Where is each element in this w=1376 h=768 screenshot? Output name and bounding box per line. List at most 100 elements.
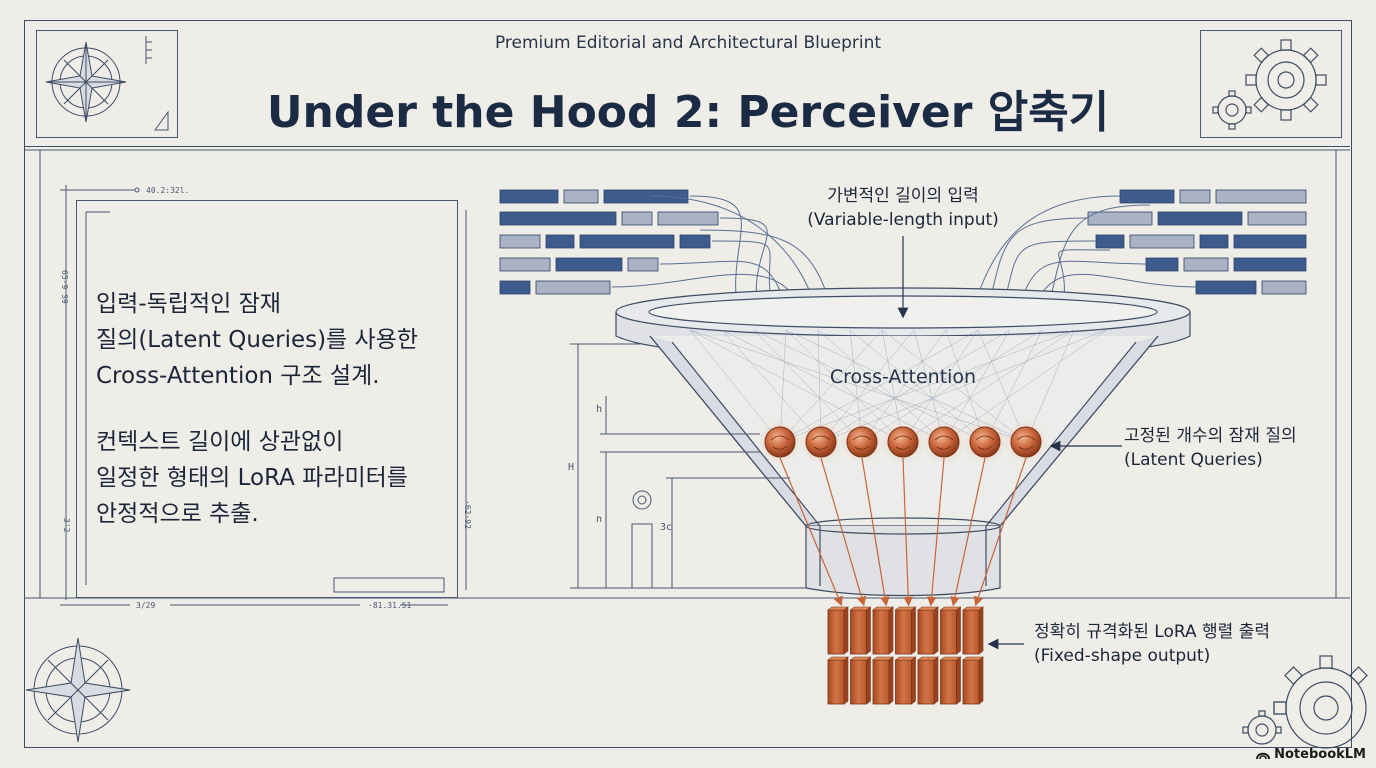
output-block-side bbox=[843, 656, 849, 705]
output-block-top bbox=[827, 606, 849, 611]
output-label-en: (Fixed-shape output) bbox=[1034, 646, 1211, 666]
latent-query-sphere bbox=[969, 426, 1001, 458]
annotation-br: ·81.31.51 bbox=[368, 601, 412, 610]
attention-line bbox=[943, 329, 1107, 443]
latent-query-pattern bbox=[811, 435, 831, 450]
header-supertitle: Premium Editorial and Architectural Blue… bbox=[494, 33, 882, 53]
output-flow-lines bbox=[779, 457, 1027, 607]
output-block bbox=[962, 659, 980, 705]
gear-icon bbox=[1212, 39, 1327, 130]
compass-box-top-left bbox=[36, 30, 178, 138]
annotation-tl: 40.2:32l. bbox=[146, 186, 190, 195]
output-block-side bbox=[978, 656, 984, 705]
attention-line bbox=[779, 329, 883, 443]
latent-query-pattern bbox=[934, 435, 954, 450]
output-block-side bbox=[911, 606, 916, 655]
latent-query-pattern bbox=[975, 435, 995, 450]
output-block-top bbox=[962, 656, 984, 661]
attention-line bbox=[785, 329, 904, 443]
latent-query-sphere bbox=[805, 426, 837, 458]
attention-line bbox=[820, 329, 915, 443]
output-block bbox=[895, 609, 912, 655]
panel-dimension-lines bbox=[60, 185, 467, 606]
dimension-lines bbox=[570, 343, 808, 589]
label-pointers bbox=[897, 236, 1122, 650]
output-block-top bbox=[894, 606, 917, 611]
header-band bbox=[24, 20, 1350, 147]
queries-label-en: (Latent Queries) bbox=[1124, 450, 1263, 470]
latent-queries bbox=[758, 420, 1048, 464]
cross-attention-label: Cross-Attention bbox=[829, 366, 977, 388]
latent-query-pattern bbox=[893, 435, 913, 450]
output-flow-line bbox=[950, 457, 986, 607]
output-block bbox=[872, 609, 890, 655]
output-block bbox=[917, 659, 935, 705]
attention-line bbox=[902, 329, 979, 443]
dim-h-large: H bbox=[568, 462, 574, 473]
output-block-side bbox=[911, 656, 916, 705]
attention-line bbox=[689, 329, 781, 443]
notebooklm-icon bbox=[1256, 752, 1271, 760]
output-block bbox=[895, 659, 912, 705]
attention-line bbox=[861, 329, 947, 443]
output-block-top bbox=[939, 656, 962, 661]
output-block bbox=[850, 659, 867, 705]
attention-line bbox=[753, 329, 863, 443]
attention-line bbox=[721, 329, 822, 443]
output-block-side bbox=[956, 606, 961, 655]
output-flow-line bbox=[926, 457, 945, 607]
output-block-top bbox=[939, 606, 962, 611]
output-block-top bbox=[849, 656, 872, 661]
input-tokens-right bbox=[1087, 189, 1307, 295]
dim-h-small: h bbox=[596, 404, 602, 415]
output-block bbox=[850, 609, 867, 655]
compass-icon-bottom bbox=[25, 637, 131, 743]
output-block-side bbox=[956, 656, 961, 705]
output-block-top bbox=[962, 606, 984, 611]
brand-name: NotebookLM bbox=[1274, 747, 1366, 762]
output-block-side bbox=[843, 606, 849, 655]
input-label-en: (Variable-length input) bbox=[807, 210, 999, 230]
output-block-top bbox=[894, 656, 917, 661]
output-flow-line bbox=[861, 457, 890, 607]
latent-query-pattern bbox=[770, 435, 790, 450]
output-block-side bbox=[933, 606, 939, 655]
output-block-side bbox=[888, 606, 894, 655]
gear-box-top-right bbox=[1200, 30, 1342, 138]
output-label-ko: 정확히 규격화된 LoRA 행렬 출력 bbox=[1034, 622, 1270, 642]
description-paragraph-1: 입력-독립적인 잠재 질의(Latent Queries)를 사용한 Cross… bbox=[96, 291, 419, 389]
annotation-side-a: 65·9 S9 bbox=[60, 270, 69, 304]
output-block-top bbox=[827, 656, 849, 661]
output-lora-matrix bbox=[827, 606, 984, 705]
dim-c: 3c bbox=[660, 522, 672, 533]
attention-line bbox=[902, 329, 1075, 443]
description-paragraph-2: 컨텍스트 길이에 상관없이 일정한 형태의 LoRA 파라미터를 안정적으로 추… bbox=[96, 429, 408, 527]
latent-query-sphere bbox=[764, 426, 796, 458]
latent-query-pattern bbox=[852, 435, 872, 450]
output-block-side bbox=[933, 656, 939, 705]
output-block bbox=[827, 659, 845, 705]
output-block bbox=[917, 609, 935, 655]
output-flow-line bbox=[779, 457, 843, 607]
output-block-top bbox=[917, 656, 939, 661]
page-title: Under the Hood 2: Perceiver 압축기 bbox=[266, 87, 1110, 138]
dim-n: n bbox=[596, 514, 602, 525]
output-block-top bbox=[917, 606, 939, 611]
latent-query-sphere bbox=[1010, 426, 1042, 458]
annotation-bl: 3/29 bbox=[136, 601, 156, 610]
frame-ruler-ticks bbox=[24, 149, 1350, 599]
output-block-top bbox=[872, 606, 894, 611]
gear-icon-bottom bbox=[1242, 655, 1368, 749]
output-block-side bbox=[888, 656, 894, 705]
output-block bbox=[872, 659, 890, 705]
output-block-top bbox=[872, 656, 894, 661]
output-flow-line bbox=[902, 457, 914, 607]
outer-frame bbox=[24, 20, 1352, 748]
output-flow-line bbox=[820, 457, 867, 607]
attention-line bbox=[689, 329, 1027, 443]
ruler-marks-top-left bbox=[145, 36, 169, 131]
input-tokens-left bbox=[499, 189, 719, 295]
annotation-side-b: ·62·92 bbox=[463, 500, 472, 529]
output-flow-line bbox=[973, 457, 1027, 607]
